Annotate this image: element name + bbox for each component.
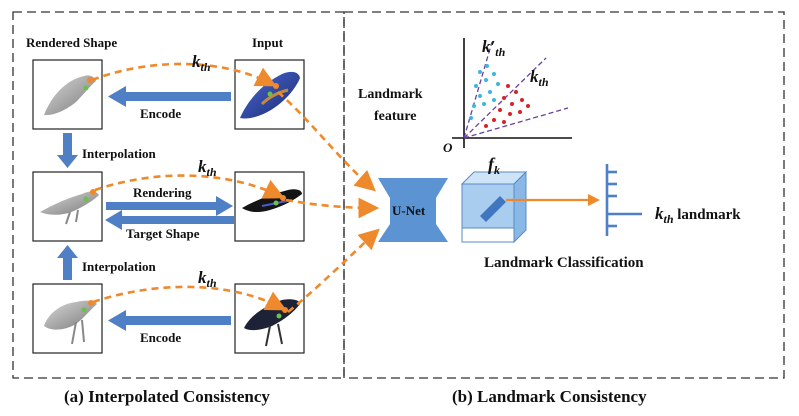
kprime-th-label: k′th <box>482 37 506 59</box>
landmark-feature-label-line2: feature <box>374 109 417 124</box>
rendering-label: Rendering <box>133 185 192 200</box>
kth-dashed-arrow-mid <box>94 174 285 199</box>
classifier-comb <box>605 164 642 236</box>
feature-plot-origin: O <box>443 140 453 155</box>
landmark-feature-label-line1: Landmark <box>358 87 423 102</box>
kth-dashed-arrow-bottom <box>92 285 287 311</box>
target-shape-label: Target Shape <box>126 226 200 241</box>
dashed-arrow-input-to-unet-bottom <box>287 228 380 314</box>
encode-arrow-top <box>108 86 231 107</box>
panel-b-border <box>343 11 785 379</box>
encode-label-bottom: Encode <box>140 330 181 345</box>
interpolation-label-top: Interpolation <box>82 146 156 161</box>
feature-points-red <box>484 84 530 128</box>
panel-a-border <box>12 11 345 379</box>
landmark-classification-label: Landmark Classification <box>484 255 644 271</box>
feature-cube <box>460 170 528 244</box>
kth-plot-label: kth <box>530 67 549 89</box>
interpolation-label-bottom: Interpolation <box>82 259 156 274</box>
kth-label-top: kth <box>192 52 211 74</box>
input-label: Input <box>252 35 284 50</box>
interpolation-arrow-top <box>57 133 78 168</box>
caption-panel-a: (a) Interpolated Consistency <box>64 387 270 406</box>
target-shape-arrow <box>105 210 234 230</box>
dashed-arrow-input-to-unet-top <box>277 91 376 192</box>
interpolation-arrow-bottom <box>57 245 78 280</box>
kth-landmark-label: kth landmark <box>655 204 741 226</box>
feature-points-cyan <box>469 64 500 120</box>
feature-plot-axes <box>452 38 572 148</box>
fk-label: fk <box>488 154 500 177</box>
rendering-arrow <box>106 196 233 216</box>
encode-label-top: Encode <box>140 106 181 121</box>
kth-label-mid: kth <box>198 157 217 179</box>
encode-arrow-bottom <box>108 310 231 331</box>
kth-label-bottom: kth <box>198 268 217 290</box>
unet-shape <box>378 178 448 242</box>
unet-label: U-Net <box>392 203 426 218</box>
cube-to-classifier-arrow <box>506 194 600 206</box>
keypoints-panel-a <box>81 77 288 319</box>
dashed-arrow-input-to-unet-mid <box>285 197 380 219</box>
caption-panel-b: (b) Landmark Consistency <box>452 387 647 406</box>
rendered-shape-label: Rendered Shape <box>26 35 117 50</box>
rendered-bird-top <box>44 75 96 116</box>
